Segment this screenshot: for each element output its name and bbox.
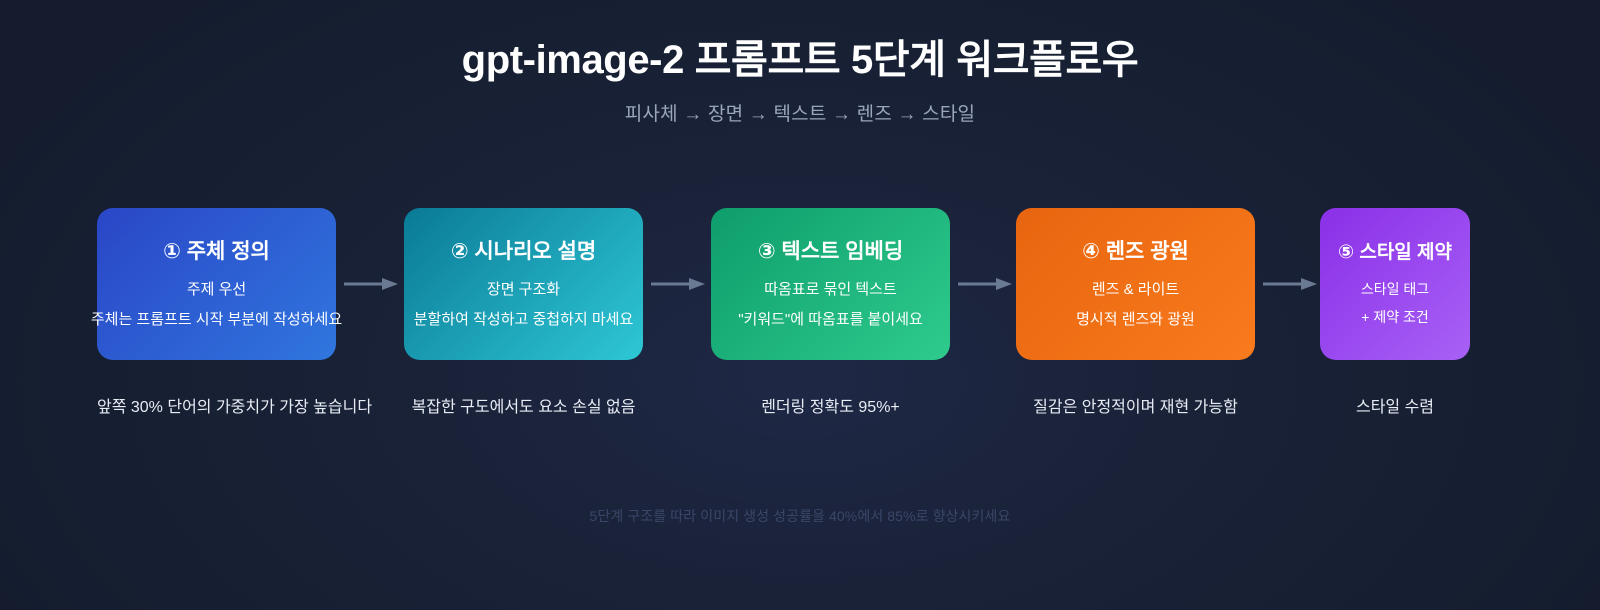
step-card-5-subtitle: 스타일 태그 xyxy=(1360,280,1430,297)
step-card-1-title: ① 주체 정의 xyxy=(163,240,270,264)
step-card-1[interactable]: ① 주체 정의 주제 우선 주체는 프롬프트 시작 부분에 작성하세요 xyxy=(91,208,342,360)
step-card-1-detail: 주체는 프롬프트 시작 부분에 작성하세요 xyxy=(90,310,343,328)
step-caption-1: 앞쪽 30% 단어의 가중치가 가장 높습니다 xyxy=(97,399,373,416)
step-caption-5: 스타일 수렴 xyxy=(1355,399,1435,416)
step-caption-2: 복잡한 구도에서도 요소 손실 없음 xyxy=(411,399,636,416)
arrow-step3-step4-icon xyxy=(958,278,1012,290)
step-caption-4: 질감은 안정적이며 재현 가능함 xyxy=(1033,399,1238,416)
step-card-2-title: ② 시나리오 설명 xyxy=(450,240,597,264)
step-card-1-subtitle: 주제 우선 xyxy=(186,280,247,298)
step-card-4-title: ④ 렌즈 광원 xyxy=(1082,240,1189,264)
step-card-5-title: ⑤ 스타일 제약 xyxy=(1337,241,1453,263)
step-card-4[interactable]: ④ 렌즈 광원 렌즈 & 라이트 명시적 렌즈와 광원 xyxy=(1016,208,1255,360)
header: gpt-image-2 프롬프트 5단계 워크플로우 피사체 → 장면 → 텍스… xyxy=(0,36,1600,126)
step-caption-3: 렌더링 정확도 95%+ xyxy=(761,399,900,416)
arrow-step1-step2-icon xyxy=(344,278,398,290)
step-card-3-title: ③ 텍스트 임베딩 xyxy=(757,240,904,264)
page-title: gpt-image-2 프롬프트 5단계 워크플로우 xyxy=(461,38,1139,82)
workflow-steps-row: ① 주체 정의 주제 우선 주체는 프롬프트 시작 부분에 작성하세요 ② 시나… xyxy=(0,208,1600,360)
page-subtitle: 피사체 → 장면 → 텍스트 → 렌즈 → 스타일 xyxy=(624,103,976,125)
step-card-2-subtitle: 장면 구조화 xyxy=(486,280,561,298)
arrow-step2-step3-icon xyxy=(651,278,705,290)
footer-note: 5단계 구조를 따라 이미지 생성 성공률을 40%에서 85%로 향상시키세요 xyxy=(589,508,1011,524)
step-card-3-subtitle: 따옴표로 묶인 텍스트 xyxy=(764,280,897,298)
step-card-4-detail: 명시적 렌즈와 광원 xyxy=(1076,310,1195,328)
step-card-2[interactable]: ② 시나리오 설명 장면 구조화 분할하여 작성하고 중첩하지 마세요 xyxy=(404,208,643,360)
arrow-step4-step5-icon xyxy=(1263,278,1317,290)
step-card-5[interactable]: ⑤ 스타일 제약 스타일 태그 + 제약 조건 xyxy=(1320,208,1470,360)
step-card-3-detail: "키워드"에 따옴표를 붙이세요 xyxy=(738,310,923,328)
step-card-4-subtitle: 렌즈 & 라이트 xyxy=(1091,280,1180,298)
step-card-5-detail: + 제약 조건 xyxy=(1361,309,1429,326)
step-captions-row: 앞쪽 30% 단어의 가중치가 가장 높습니다 복잡한 구도에서도 요소 손실 … xyxy=(0,398,1600,426)
step-card-3[interactable]: ③ 텍스트 임베딩 따옴표로 묶인 텍스트 "키워드"에 따옴표를 붙이세요 xyxy=(711,208,950,360)
step-card-2-detail: 분할하여 작성하고 중첩하지 마세요 xyxy=(413,310,634,328)
